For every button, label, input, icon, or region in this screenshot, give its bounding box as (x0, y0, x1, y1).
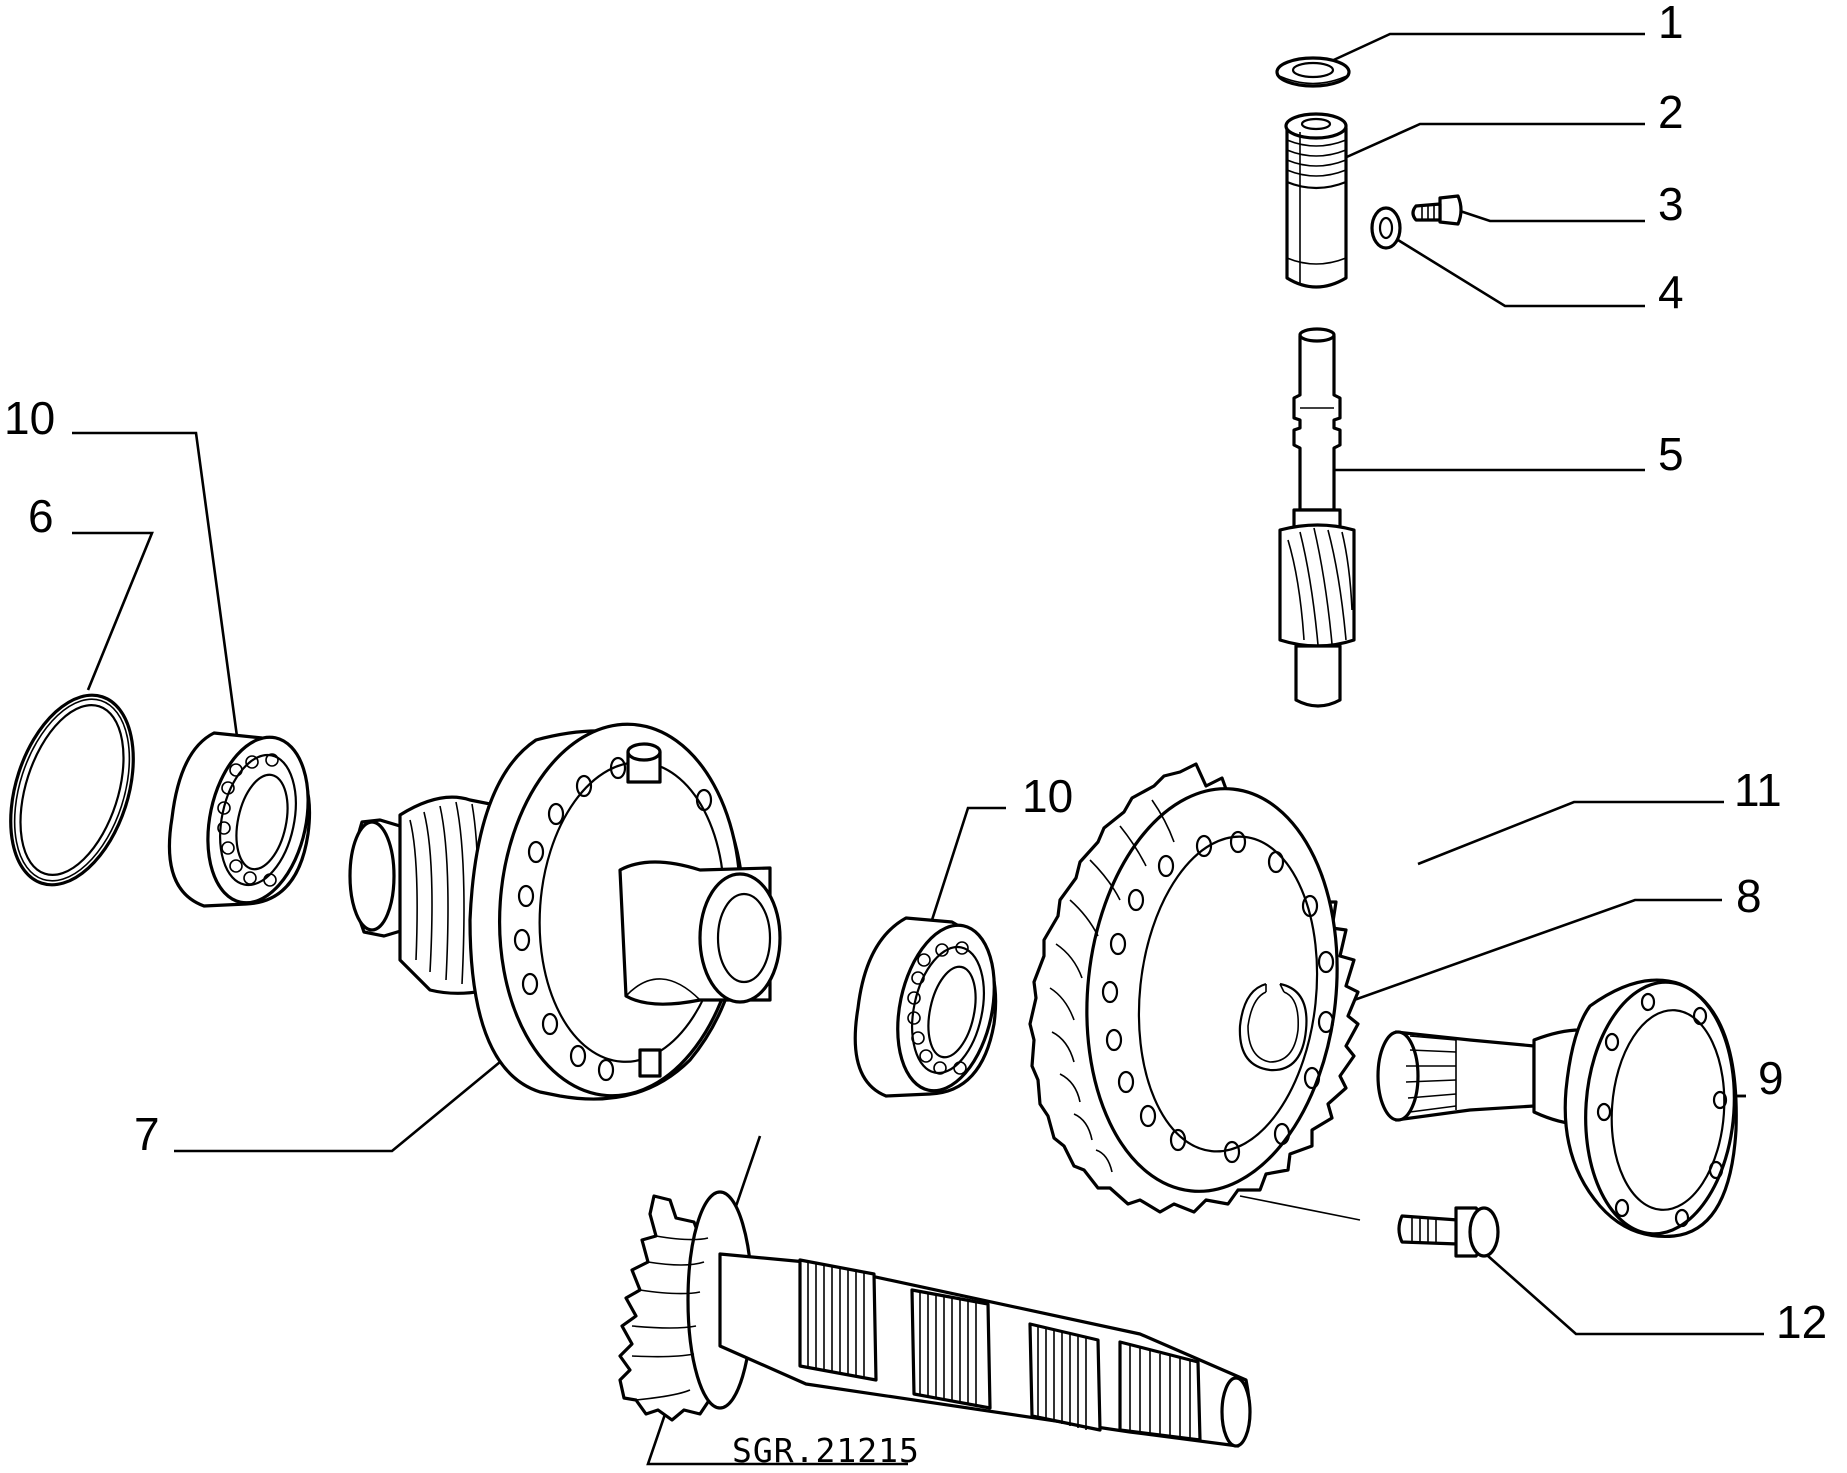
part-8-circlip (1238, 982, 1308, 1072)
part-6-ring (9, 693, 135, 887)
callout-6: 6 (28, 490, 54, 542)
leader-6 (72, 531, 154, 691)
callout-8: 8 (1736, 870, 1762, 922)
part-7-differential (348, 722, 782, 1101)
callout-3: 3 (1658, 178, 1684, 230)
leader-4 (1397, 238, 1645, 308)
leader-8 (1297, 898, 1722, 1022)
leader-10-mid (930, 806, 1006, 921)
leader-8-hole (1239, 1195, 1361, 1221)
part-5-drive-shaft (1278, 327, 1356, 708)
callout-4: 4 (1658, 266, 1684, 318)
part-1-washer (1275, 56, 1351, 88)
part-2-sleeve (1284, 112, 1348, 289)
leader-2 (1339, 122, 1645, 162)
callout-1: 1 (1658, 0, 1684, 48)
callout-10-mid: 10 (1022, 770, 1073, 822)
part-10-bearing-mid (853, 916, 998, 1098)
leader-3 (1456, 208, 1645, 223)
pinion-shaft (618, 1190, 1252, 1448)
drawing-code: SGR.21215 (732, 1431, 920, 1470)
callout-5: 5 (1658, 428, 1684, 480)
leader-7 (174, 1060, 501, 1153)
part-3-screw (1411, 194, 1463, 226)
callout-10-left: 10 (4, 392, 55, 444)
callout-12: 12 (1776, 1296, 1827, 1348)
callout-9: 9 (1758, 1052, 1784, 1104)
leader-10-left (72, 431, 240, 745)
part-12-bolt (1397, 1206, 1500, 1258)
leader-1 (1311, 32, 1645, 72)
part-4-washer (1370, 206, 1402, 250)
leader-12 (1487, 1255, 1764, 1336)
part-11-ring-gear (1028, 762, 1360, 1214)
leader-11 (1417, 800, 1724, 866)
callout-labels: 1 2 3 4 5 10 6 10 11 8 9 7 12 SGR.21215 (4, 0, 1827, 1470)
part-10-bearing-left (167, 731, 312, 908)
leader-lines (72, 32, 1764, 1466)
callout-7: 7 (134, 1108, 160, 1160)
callout-11: 11 (1734, 764, 1782, 816)
callout-2: 2 (1658, 86, 1684, 138)
part-9-flange-shaft (1376, 978, 1746, 1239)
